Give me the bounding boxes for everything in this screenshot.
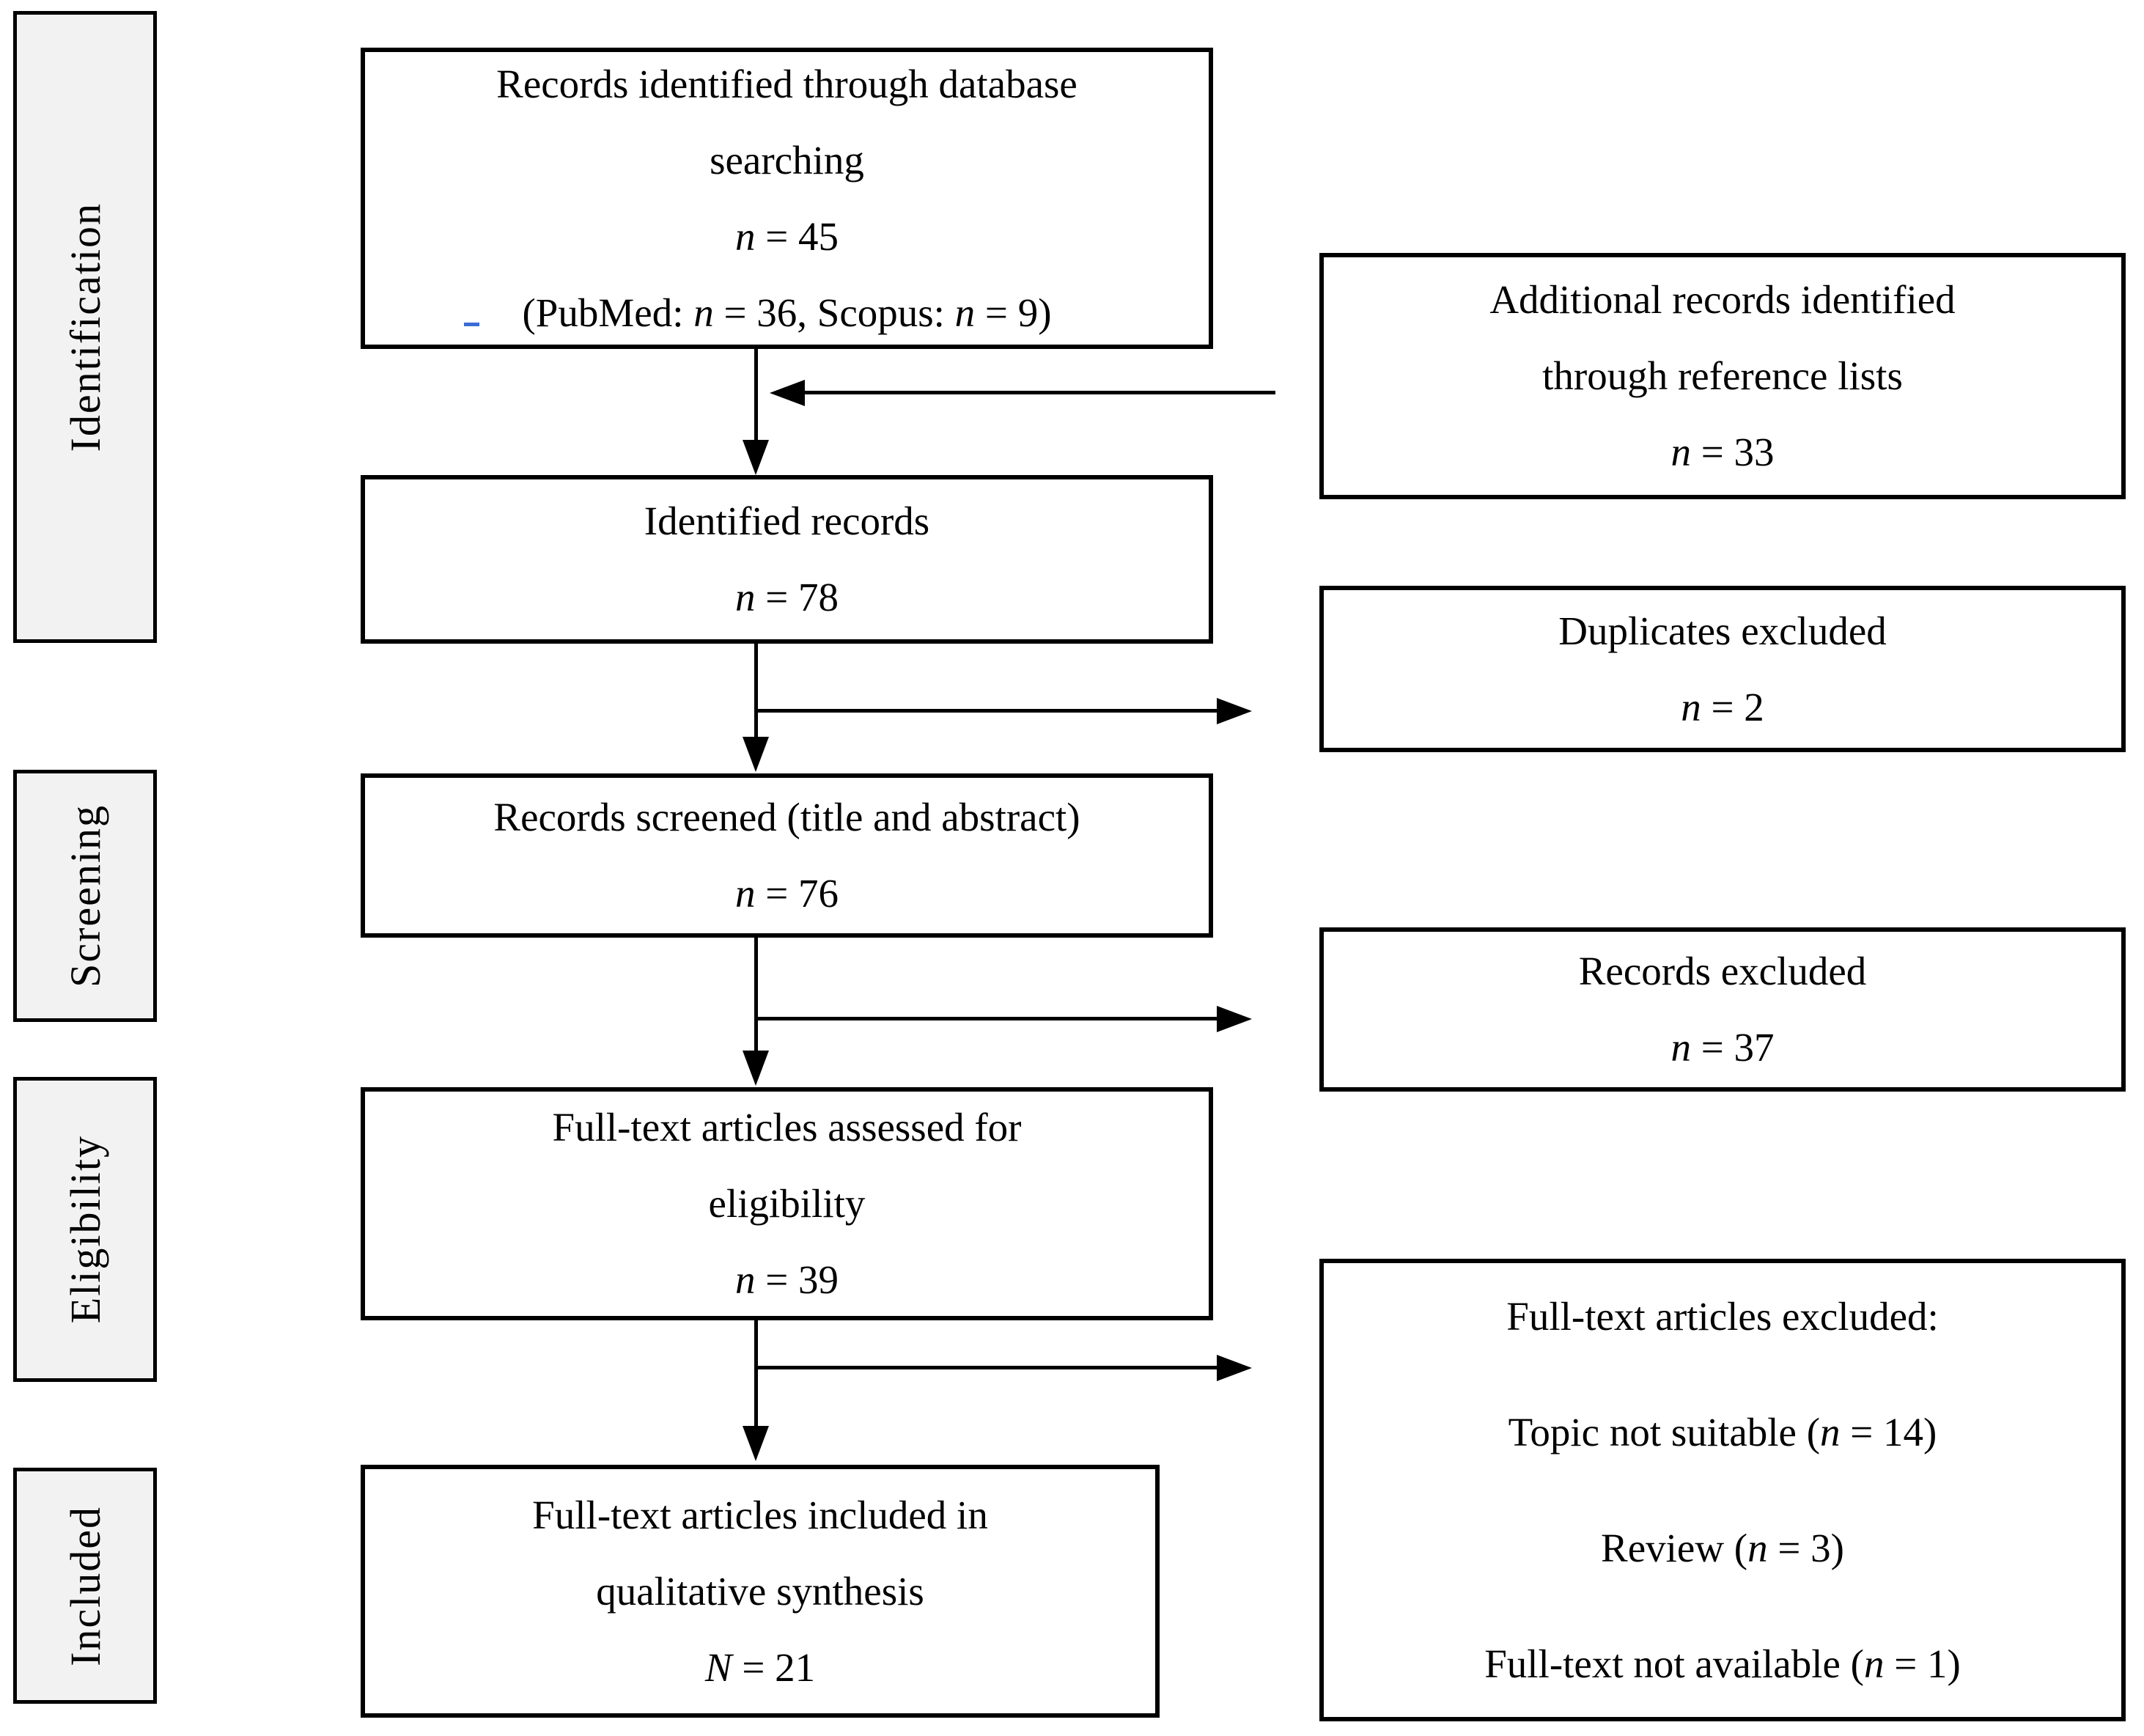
text-line: Review (n = 3) [1601, 1525, 1844, 1570]
connector-line-down-4 [754, 1320, 758, 1429]
text-line: N = 21 [704, 1644, 816, 1690]
text-line: n = 33 [1670, 430, 1775, 474]
text-line: Full-text articles excluded: [1506, 1293, 1939, 1339]
box-records-excluded: Records excluded n = 37 [1319, 927, 2126, 1092]
text-line: searching [710, 137, 864, 183]
arrowhead-right-records-excluded [1217, 1006, 1252, 1032]
stage-box-included: Included [13, 1468, 157, 1704]
box-identified-records-text: Identified records n = 78 [644, 483, 929, 636]
arrowhead-down-2 [743, 737, 769, 772]
stage-label-eligibility: Eligibility [61, 1135, 109, 1324]
box-fulltext-included: Full-text articles included in qualitati… [361, 1465, 1160, 1718]
connector-line-down-2 [754, 644, 758, 739]
text-line: Records screened (title and abstract) [493, 795, 1080, 839]
connector-line-additional-records-merge [805, 391, 1275, 394]
text-line: Records identified through database [496, 61, 1077, 106]
text-line: n = 78 [734, 575, 839, 619]
box-records-screened-text: Records screened (title and abstract) n … [493, 779, 1080, 932]
connector-line-fulltext-excluded-branch [756, 1366, 1217, 1369]
box-fulltext-assessed: Full-text articles assessed for eligibil… [361, 1087, 1213, 1320]
connector-line-identified-down-1 [754, 349, 758, 443]
text-line: Records excluded [1578, 949, 1867, 993]
box-records-screened: Records screened (title and abstract) n … [361, 773, 1213, 938]
text-line: n = 76 [734, 871, 839, 916]
box-records-identified-database: Records identified through database sear… [361, 48, 1213, 349]
box-records-excluded-text: Records excluded n = 37 [1579, 933, 1867, 1086]
arrowhead-down-4 [743, 1426, 769, 1461]
connector-line-records-excluded-branch [756, 1017, 1217, 1020]
box-fulltext-included-text: Full-text articles included in qualitati… [532, 1477, 988, 1706]
text-line: eligibility [708, 1181, 866, 1226]
stage-label-identification: Identification [61, 202, 109, 452]
box-fulltext-excluded-text: Full-text articles excluded: Topic not s… [1484, 1259, 1961, 1722]
arrowhead-right-fulltext-excluded [1217, 1355, 1252, 1381]
text-line: Topic not suitable (n = 14) [1508, 1409, 1937, 1454]
box-duplicates-excluded: Duplicates excluded n = 2 [1319, 586, 2126, 752]
box-fulltext-assessed-text: Full-text articles assessed for eligibil… [553, 1089, 1022, 1318]
text-line: Full-text not available (n = 1) [1484, 1641, 1961, 1686]
text-line: Duplicates excluded [1558, 608, 1887, 653]
text-line: through reference lists [1542, 353, 1903, 398]
arrowhead-left-merge [770, 380, 805, 406]
text-line: Additional records identified [1489, 277, 1956, 322]
box-records-identified-database-text: Records identified through database sear… [496, 46, 1077, 351]
connector-line-down-3 [754, 938, 758, 1053]
box-duplicates-excluded-text: Duplicates excluded n = 2 [1558, 593, 1886, 746]
text-line: Identified records [644, 499, 930, 543]
text-line: n = 37 [1670, 1025, 1775, 1070]
text-line: qualitative synthesis [596, 1568, 924, 1614]
stage-box-eligibility: Eligibility [13, 1077, 157, 1382]
hyperlink-underline-artifact [464, 323, 479, 326]
stage-box-screening: Screening [13, 770, 157, 1022]
stage-label-included: Included [61, 1505, 109, 1666]
box-additional-records: Additional records identified through re… [1319, 253, 2126, 499]
arrowhead-right-duplicates [1217, 698, 1252, 724]
text-line: n = 45 [734, 213, 839, 259]
box-identified-records: Identified records n = 78 [361, 475, 1213, 644]
box-additional-records-text: Additional records identified through re… [1489, 262, 1955, 490]
connector-line-duplicates-branch [756, 709, 1217, 713]
stage-label-screening: Screening [61, 804, 109, 987]
arrowhead-down-3 [743, 1051, 769, 1086]
text-line: n = 2 [1681, 684, 1764, 729]
text-line: Full-text articles assessed for [552, 1105, 1022, 1150]
box-fulltext-excluded: Full-text articles excluded: Topic not s… [1319, 1259, 2126, 1721]
arrowhead-down-1 [743, 440, 769, 475]
text-line: n = 39 [734, 1257, 839, 1302]
text-line: Full-text articles included in [532, 1492, 988, 1537]
stage-box-identification: Identification [13, 11, 157, 643]
text-line: (PubMed: n = 36, Scopus: n = 9) [522, 290, 1052, 335]
